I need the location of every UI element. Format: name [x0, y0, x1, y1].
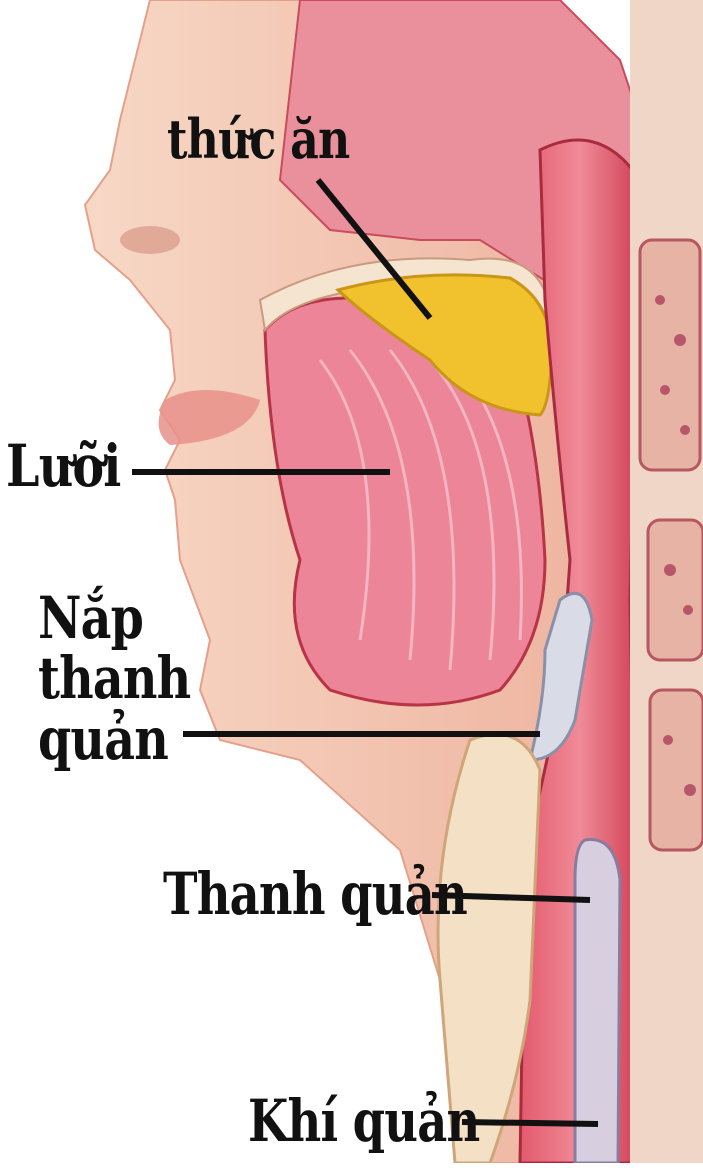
label-epiglottis-line-2: thanh	[38, 648, 190, 708]
trachea-tube	[575, 840, 620, 1164]
label-epiglottis: Nắp thanh quản	[38, 588, 190, 769]
vertebrae	[640, 240, 703, 850]
label-epiglottis-line-3: quản	[38, 709, 190, 769]
label-larynx: Thanh quản	[163, 865, 467, 923]
label-food: thức ăn	[167, 112, 349, 166]
leader-line-trachea	[462, 1122, 598, 1124]
label-trachea: Khí quản	[248, 1092, 479, 1150]
label-epiglottis-line-1: Nắp	[38, 588, 190, 648]
nostril	[120, 226, 180, 254]
label-tongue: Lưỡi	[6, 437, 121, 495]
